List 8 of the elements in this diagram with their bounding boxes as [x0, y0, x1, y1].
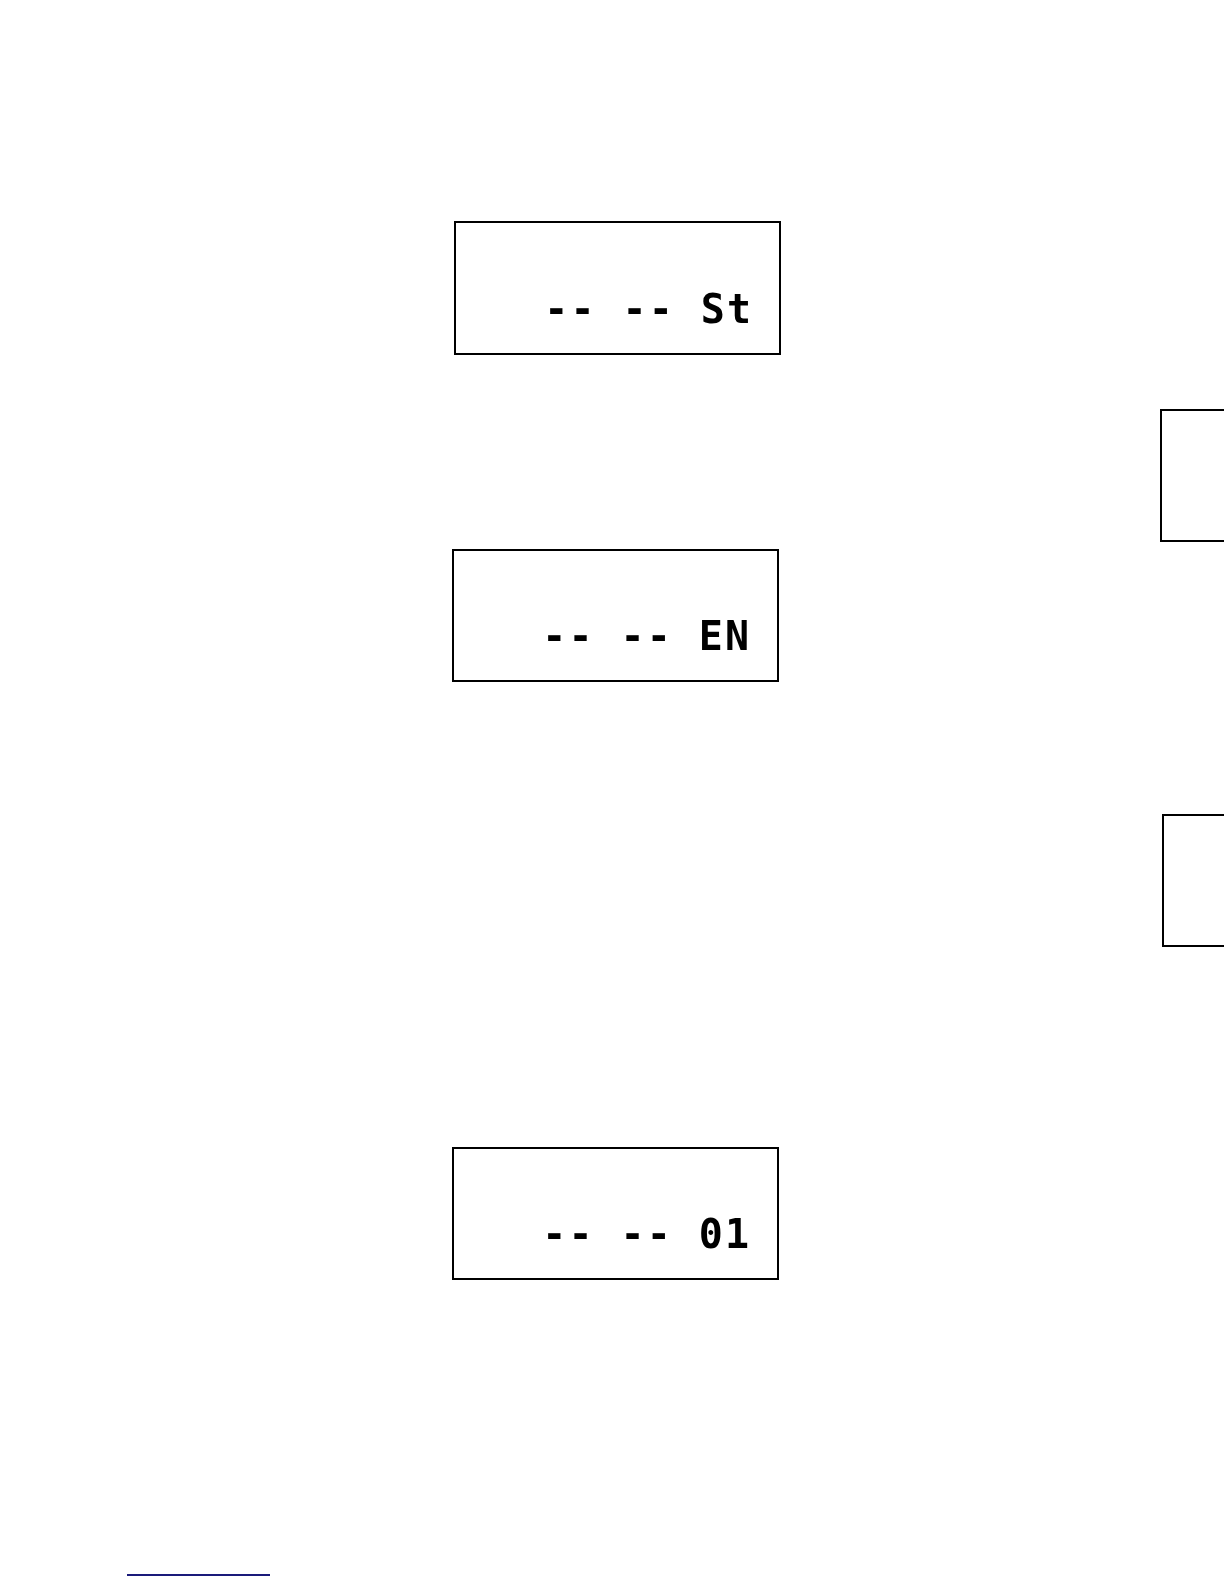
display-readout: -- -- St — [544, 287, 753, 331]
display-readout: -- -- EN — [542, 614, 751, 658]
empty-box — [1162, 814, 1224, 947]
display-readout: -- -- 01 — [542, 1212, 751, 1256]
lcd-display — [452, 1147, 779, 1280]
lcd-display — [454, 221, 781, 355]
lcd-display — [452, 549, 779, 682]
empty-box — [1160, 409, 1224, 542]
